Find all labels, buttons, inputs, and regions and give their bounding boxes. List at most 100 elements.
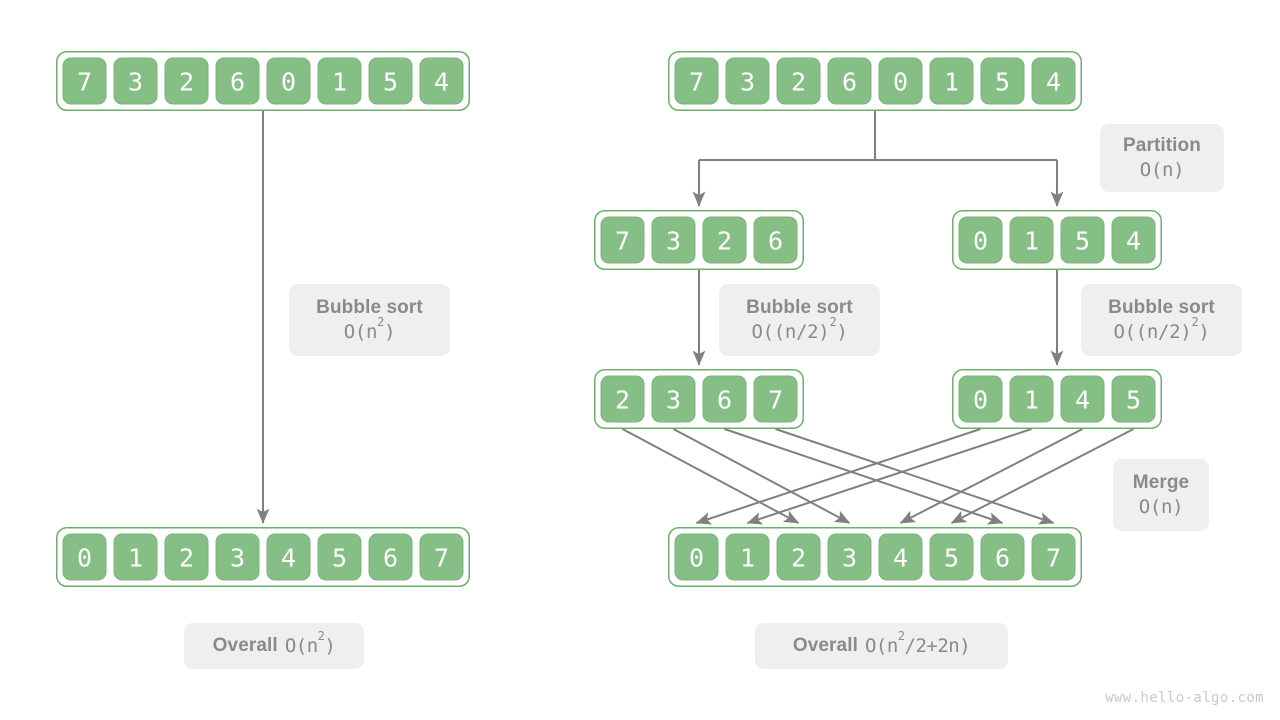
array-cell: 0: [62, 533, 107, 581]
cell-value: 3: [666, 386, 681, 415]
cell-value: 3: [842, 544, 857, 573]
array-cell: 5: [1111, 375, 1156, 423]
cell-box: [958, 216, 1003, 264]
cell-value: 4: [1126, 227, 1141, 256]
cell-value: 0: [281, 68, 296, 97]
array-cell: 4: [1111, 216, 1156, 264]
array-cell: 6: [980, 533, 1025, 581]
cell-value: 4: [1075, 386, 1090, 415]
cell-value: 7: [615, 227, 630, 256]
array-cell: 5: [1060, 216, 1105, 264]
cell-box: [753, 375, 798, 423]
label-merge: Merge O(n): [1113, 459, 1209, 531]
label-overall-right: Overall O(n2/2+2n): [755, 623, 1008, 669]
array-cell: 1: [113, 533, 158, 581]
array-cell: 1: [1009, 216, 1054, 264]
array-outline: [594, 369, 804, 429]
cell-box: [702, 216, 747, 264]
cell-box: [776, 57, 821, 105]
cell-box: [929, 57, 974, 105]
label-complexity: O((n/2)2): [1113, 314, 1210, 343]
array-outline: [668, 51, 1082, 111]
cell-box: [1009, 375, 1054, 423]
cell-box: [776, 533, 821, 581]
cell-box: [215, 57, 260, 105]
cell-box: [62, 57, 107, 105]
cell-box: [1031, 57, 1076, 105]
array-cell: 2: [164, 57, 209, 105]
cell-value: 5: [1126, 386, 1141, 415]
array-cell: 7: [600, 216, 645, 264]
cell-value: 1: [944, 68, 959, 97]
array-outline: [668, 527, 1082, 587]
label-title: Overall: [792, 634, 858, 656]
cell-box: [164, 533, 209, 581]
cell-box: [600, 375, 645, 423]
cell-value: 3: [230, 544, 245, 573]
cell-value: 0: [893, 68, 908, 97]
cell-box: [827, 57, 872, 105]
array-cell: 7: [62, 57, 107, 105]
array-cell: 6: [753, 216, 798, 264]
array-cell: 5: [980, 57, 1025, 105]
cell-value: 7: [77, 68, 92, 97]
cell-box: [164, 57, 209, 105]
array-cell: 3: [651, 216, 696, 264]
array-cell: 3: [725, 57, 770, 105]
array-cell: 1: [1009, 375, 1054, 423]
cell-box: [929, 533, 974, 581]
cell-box: [419, 57, 464, 105]
cell-box: [878, 533, 923, 581]
cell-value: 4: [434, 68, 449, 97]
cell-box: [980, 57, 1025, 105]
array-cell: 0: [958, 216, 1003, 264]
right-subarray-unsorted: 0 1 5 4: [952, 210, 1162, 270]
arrow: [622, 428, 800, 524]
label-bubble-sort-sub-right: Bubble sort O((n/2)2): [1081, 284, 1242, 356]
array-cell: 6: [702, 375, 747, 423]
arrow: [775, 428, 1055, 525]
array-cell: 7: [674, 57, 719, 105]
label-overall-left: Overall O(n2): [184, 623, 364, 669]
cell-value: 5: [944, 544, 959, 573]
array-cell: 4: [266, 533, 311, 581]
cell-box: [419, 533, 464, 581]
cell-value: 3: [128, 68, 143, 97]
cell-value: 1: [1024, 227, 1039, 256]
cell-box: [1060, 216, 1105, 264]
label-bubble-sort-sub-left: Bubble sort O((n/2)2): [719, 284, 880, 356]
cell-box: [266, 57, 311, 105]
cell-box: [674, 57, 719, 105]
array-cell: 5: [317, 533, 362, 581]
array-cell: 0: [958, 375, 1003, 423]
arrow: [899, 428, 1083, 524]
cell-value: 2: [179, 68, 194, 97]
cell-box: [368, 533, 413, 581]
array-cell: 1: [929, 57, 974, 105]
cell-value: 6: [995, 544, 1010, 573]
cell-value: 0: [973, 227, 988, 256]
label-partition: Partition O(n): [1100, 124, 1224, 192]
array-cell: 3: [651, 375, 696, 423]
label-title: Overall: [212, 634, 278, 656]
watermark: www.hello-algo.com: [1105, 690, 1264, 706]
cell-box: [1009, 216, 1054, 264]
array-cell: 2: [600, 375, 645, 423]
label-title: Bubble sort: [746, 296, 853, 318]
cell-value: 5: [1075, 227, 1090, 256]
cell-value: 5: [995, 68, 1010, 97]
cell-value: 4: [893, 544, 908, 573]
cell-value: 5: [383, 68, 398, 97]
array-cell: 1: [317, 57, 362, 105]
cell-value: 1: [332, 68, 347, 97]
cell-box: [62, 533, 107, 581]
array-cell: 3: [113, 57, 158, 105]
cell-value: 2: [717, 227, 732, 256]
cell-value: 6: [842, 68, 857, 97]
